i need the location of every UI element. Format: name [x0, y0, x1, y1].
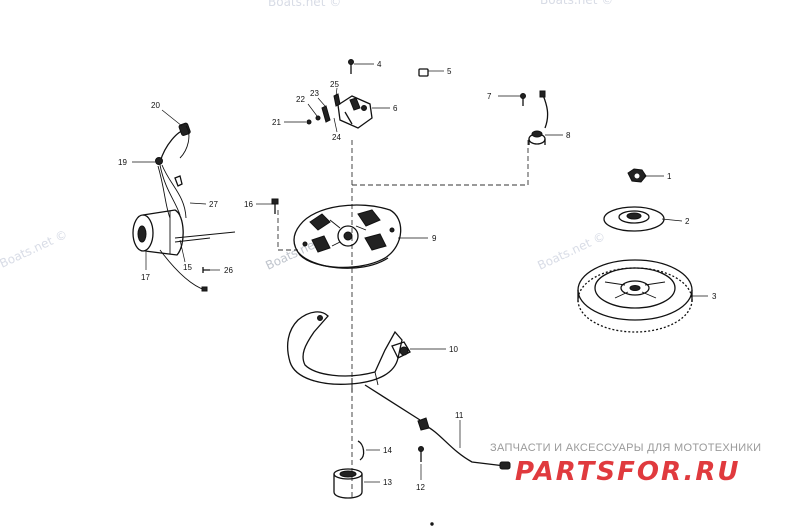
retaining-clip — [357, 440, 365, 461]
condenser — [528, 90, 549, 145]
bottom-mark — [430, 522, 434, 526]
coil-ground-wire — [174, 231, 236, 243]
assembly-line-left — [277, 210, 298, 251]
flywheel-nut — [627, 168, 647, 183]
flywheel — [577, 259, 693, 333]
grommet — [155, 157, 163, 165]
link-screw — [418, 446, 424, 462]
callout-27: 27 — [209, 200, 218, 209]
ignition-lead — [159, 122, 191, 163]
callout-16: 16 — [244, 200, 253, 209]
point-cam-parts — [306, 93, 341, 125]
watermark-left: Boats.net © — [0, 227, 70, 271]
callout-4: 4 — [377, 60, 382, 69]
coil-wires — [157, 164, 187, 219]
callout-15: 15 — [183, 263, 192, 272]
callout-17: 17 — [141, 273, 150, 282]
callout-2: 2 — [685, 217, 690, 226]
watermark-right: Boats.net © — [535, 229, 607, 273]
callout-20: 20 — [151, 101, 160, 110]
wire-retainer — [418, 68, 429, 77]
flywheel-washer — [603, 206, 665, 232]
callout-21: 21 — [272, 118, 281, 127]
callout-1: 1 — [667, 172, 672, 181]
callout-10: 10 — [449, 345, 458, 354]
callout-5: 5 — [447, 67, 452, 76]
condenser-screw — [520, 93, 526, 106]
callout-19: 19 — [118, 158, 127, 167]
callout-14: 14 — [383, 446, 392, 455]
wire-clip — [174, 175, 183, 187]
leader-lines — [132, 63, 708, 483]
callout-22: 22 — [296, 95, 305, 104]
callout-12: 12 — [416, 483, 425, 492]
stator-plate — [293, 204, 402, 269]
callout-26: 26 — [224, 266, 233, 275]
coil-lead-terminal — [201, 286, 208, 292]
callout-3: 3 — [712, 292, 717, 301]
brand-logo-text: PARTSFOR.RU — [515, 457, 740, 487]
watermark-top-right: Boats.net © — [540, 0, 613, 7]
assembly-line-top — [352, 140, 529, 186]
brand-subtitle: ЗАПЧАСТИ И АКСЕССУАРЫ ДЛЯ МОТОТЕХНИКИ — [490, 442, 761, 454]
stator-screw — [271, 198, 279, 214]
watermark-top: Boats.net © — [268, 0, 341, 9]
point-screw — [348, 59, 354, 74]
throttle-link — [364, 384, 511, 470]
callout-25: 25 — [330, 80, 339, 89]
coil-lead — [159, 249, 206, 291]
callout-8: 8 — [566, 131, 571, 140]
coil-screw — [202, 267, 210, 273]
callout-24: 24 — [332, 133, 341, 142]
ignition-coil — [132, 209, 184, 256]
callout-23: 23 — [310, 89, 319, 98]
breaker-point-assembly — [337, 95, 373, 129]
callout-6: 6 — [393, 104, 398, 113]
callout-9: 9 — [432, 234, 437, 243]
callout-11: 11 — [455, 411, 464, 420]
bushing — [333, 468, 363, 499]
timer-base-bracket — [287, 311, 411, 392]
callout-13: 13 — [383, 478, 392, 487]
callout-7: 7 — [487, 92, 492, 101]
